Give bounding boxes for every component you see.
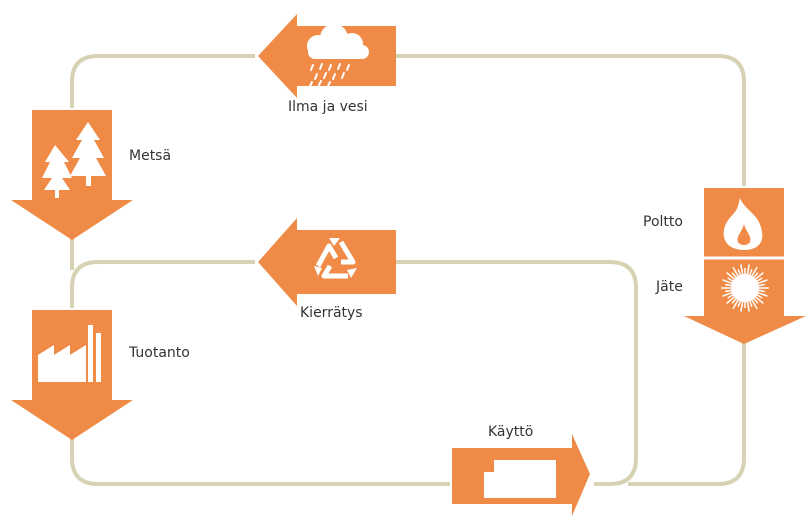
trees-icon xyxy=(42,122,106,198)
burst-ray xyxy=(756,279,768,285)
burst-icon xyxy=(721,264,769,312)
burst-ray xyxy=(746,264,750,277)
burst-ray xyxy=(722,279,734,285)
flame-icon xyxy=(723,198,763,250)
burst-ray xyxy=(752,272,759,280)
burst-ray xyxy=(731,272,738,280)
recycle-icon xyxy=(314,238,357,279)
waste-label: Jäte xyxy=(656,279,683,295)
burst-ray xyxy=(732,298,740,310)
burst-ray xyxy=(725,289,734,293)
recycling-arrow xyxy=(258,218,396,306)
burst-ray xyxy=(726,295,737,305)
burst-ray xyxy=(756,289,765,293)
paper-sheet-icon xyxy=(484,460,556,498)
burst-ray xyxy=(748,299,753,308)
rain-cloud-icon xyxy=(307,24,369,87)
burst-ray xyxy=(726,271,737,281)
burst-ray xyxy=(753,295,764,305)
burst-ray xyxy=(732,266,740,278)
burst-ray xyxy=(752,296,759,304)
inner-cycle-line xyxy=(70,260,638,486)
burst-ray xyxy=(755,277,763,283)
burst-ray xyxy=(725,283,734,287)
burst-ray xyxy=(756,283,765,287)
factory-icon xyxy=(38,325,101,382)
burst-ray xyxy=(756,291,768,297)
burst-ray xyxy=(727,293,735,299)
burst-ray xyxy=(750,266,758,278)
burst-ray xyxy=(731,296,738,304)
burst-ray xyxy=(753,271,764,281)
outer-cycle-line xyxy=(70,54,746,486)
burning-label: Poltto xyxy=(643,214,683,230)
burning-waste-arrow xyxy=(684,188,806,344)
forest-label: Metsä xyxy=(129,148,172,164)
burst-ray xyxy=(748,268,753,277)
production-label: Tuotanto xyxy=(129,345,190,361)
recycling-label: Kierrätys xyxy=(300,305,363,321)
use-label: Käyttö xyxy=(488,424,534,440)
burst-ray xyxy=(737,268,742,277)
burst-ray xyxy=(746,299,750,312)
burst-ray xyxy=(755,293,763,299)
burst-ray xyxy=(740,299,744,312)
burst-ray xyxy=(740,264,744,277)
burst-ray xyxy=(727,277,735,283)
air-water-label: Ilma ja vesi xyxy=(288,99,368,115)
burst-ray xyxy=(737,299,742,308)
burst-ray xyxy=(750,298,758,310)
burst-ray xyxy=(722,291,734,297)
